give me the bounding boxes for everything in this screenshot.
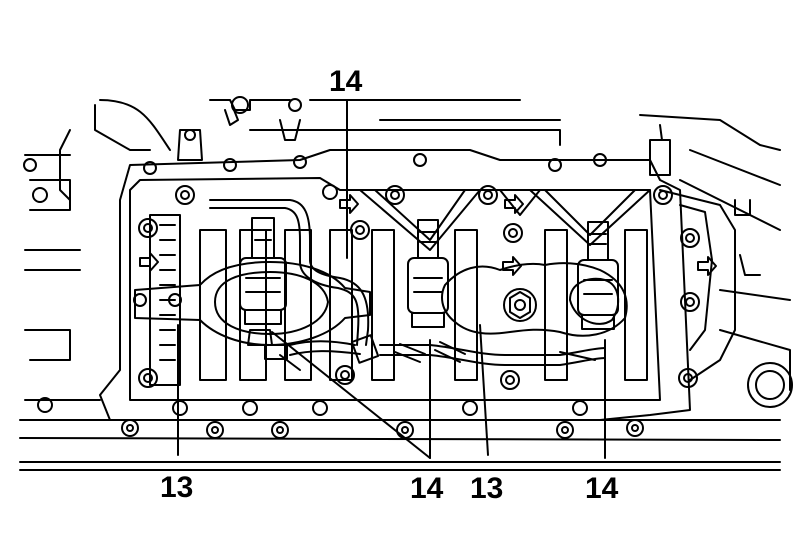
direction-arrows — [139, 194, 717, 276]
injector-1 — [239, 217, 287, 346]
head-bolts — [133, 184, 700, 390]
top-flange-details — [143, 96, 761, 276]
callout-13-center: 13 — [470, 472, 504, 505]
callout-14-right: 14 — [585, 472, 619, 505]
clamp-bracket-left — [134, 261, 371, 346]
fuel-lines — [209, 199, 606, 371]
callout-13-left: 13 — [160, 471, 194, 504]
callout-14-top: 14 — [329, 65, 363, 98]
injector-3 — [577, 221, 619, 330]
callout-14-center-left: 14 — [410, 472, 444, 505]
callout-leaders — [177, 99, 606, 459]
engine-block-outline — [19, 99, 793, 471]
cylinder-head-frame — [99, 149, 736, 421]
injector-2 — [407, 219, 449, 328]
flange-bolts — [23, 158, 644, 439]
